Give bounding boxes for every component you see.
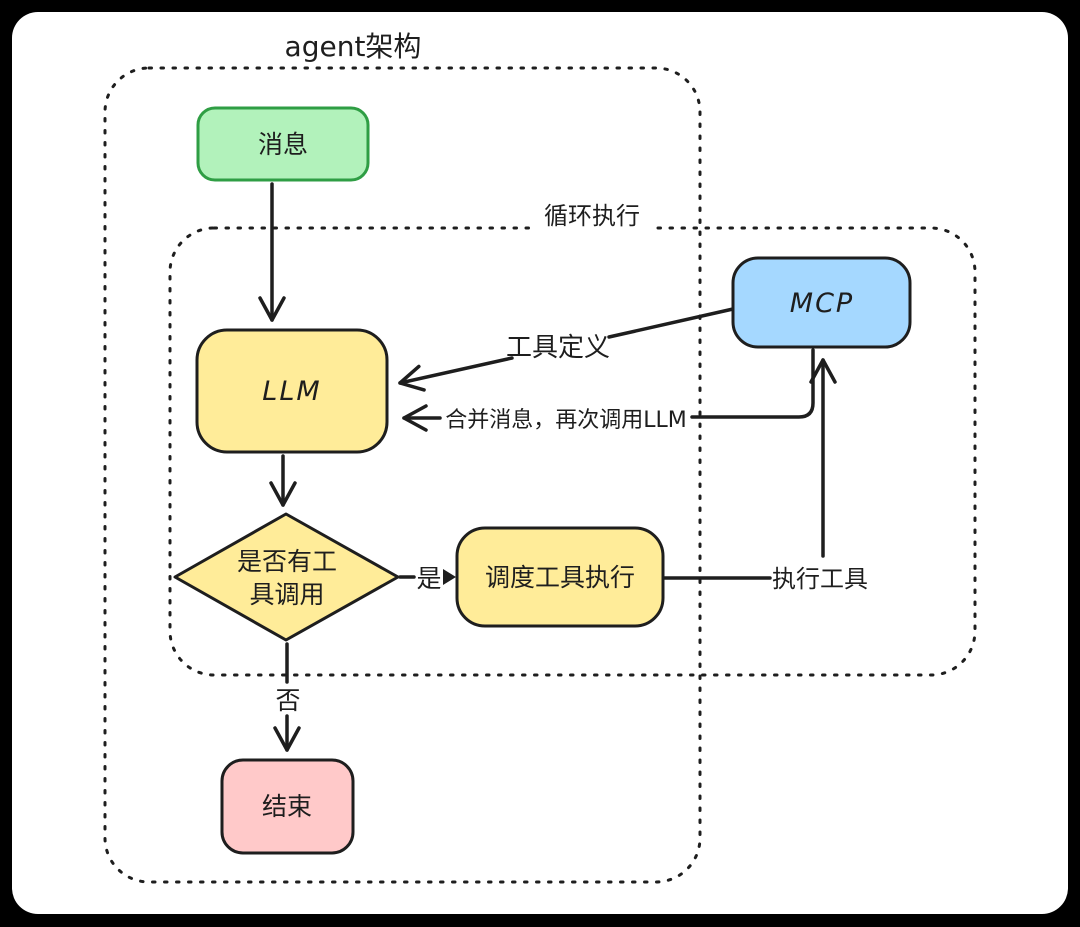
container-agent-architecture (103, 66, 702, 884)
node-llm-shape (195, 328, 389, 454)
node-llm: LLM (195, 328, 389, 454)
node-mcp-label: MCP (790, 288, 854, 319)
node-mcp: MCP (731, 256, 912, 349)
node-end-label: 结束 (262, 792, 312, 821)
edge-label-yes: 是 (416, 564, 441, 593)
edge-label-execute-tool: 执行工具 (772, 565, 868, 593)
edge-tool-definition-lower (398, 356, 514, 392)
node-message-shape (196, 106, 370, 182)
container-loop-execution-label: 循环执行 (544, 202, 640, 230)
node-mcp-shape (731, 256, 912, 349)
edge-tool-definition-upper (607, 307, 735, 339)
node-decision-label-line1: 是否有工 (237, 547, 337, 576)
node-dispatch-shape (455, 526, 665, 628)
container-agent-architecture-label: agent架构 (285, 30, 422, 63)
node-message-label: 消息 (258, 130, 308, 159)
edge-layer (258, 182, 837, 752)
node-message: 消息 (196, 106, 370, 182)
edge-mcp-to-llm-elbow (690, 348, 815, 419)
edge-label-merge-messages: 合并消息，再次调用LLM (445, 408, 687, 433)
container-loop-label-backdrop (536, 204, 654, 242)
node-dispatch: 调度工具执行 (455, 526, 665, 628)
canvas-surface (12, 12, 1068, 914)
node-decision-label-line2: 具调用 (249, 580, 324, 609)
edge-label-no: 否 (275, 686, 300, 715)
node-decision: 是否有工 具调用 (173, 512, 400, 642)
node-dispatch-label: 调度工具执行 (485, 563, 635, 592)
edge-label-tool-definition: 工具定义 (506, 333, 610, 363)
node-end: 结束 (220, 758, 355, 855)
node-llm-label: LLM (262, 376, 321, 407)
node-end-shape (220, 758, 355, 855)
yes-arrowhead-icon (443, 569, 456, 585)
node-decision-shape (173, 512, 400, 642)
